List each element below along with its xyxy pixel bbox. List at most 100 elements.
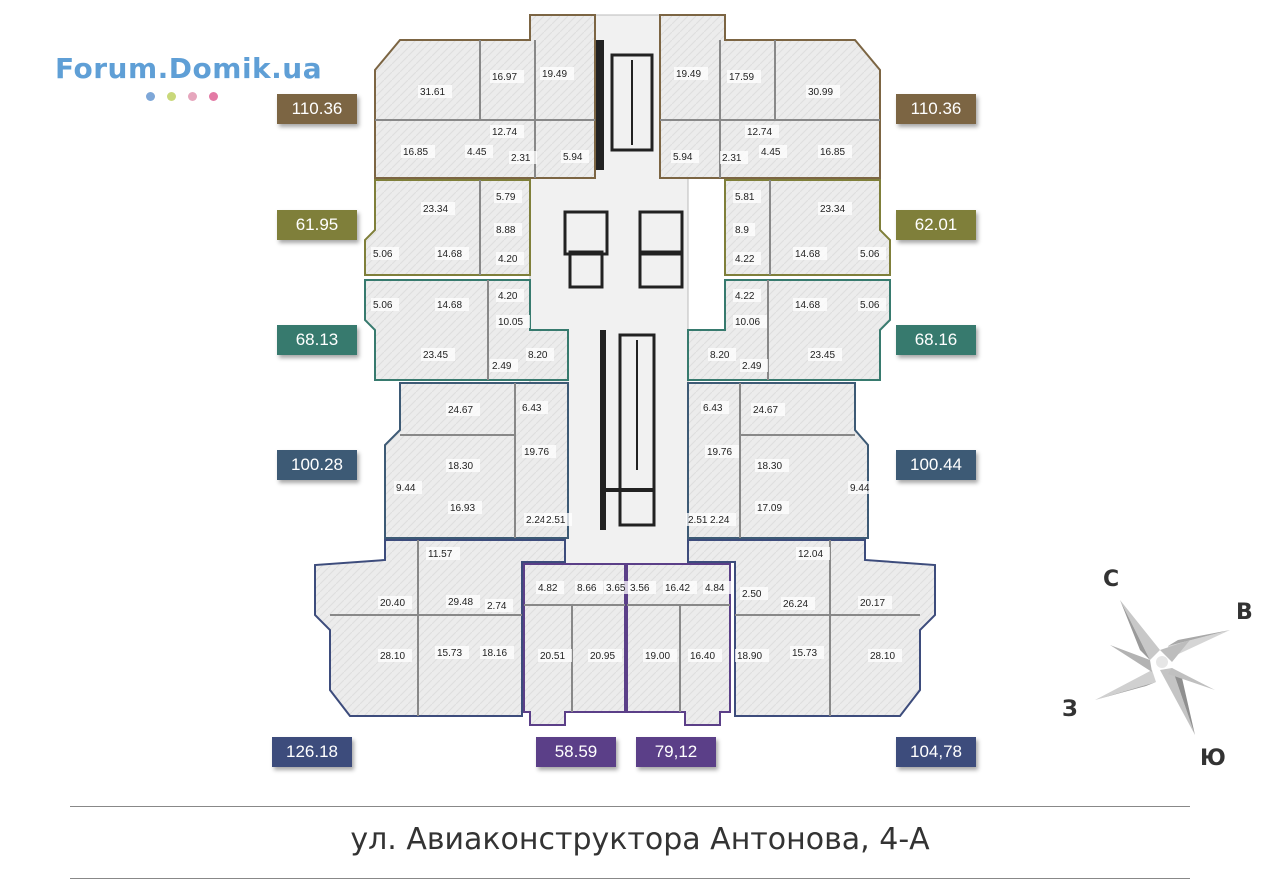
room-area-label: 5.06 bbox=[860, 249, 880, 260]
room-label-bg bbox=[526, 348, 554, 361]
apartment-110-left bbox=[374, 14, 596, 179]
room-area-label: 14.68 bbox=[437, 249, 462, 260]
room-area-label: 28.10 bbox=[870, 651, 895, 662]
room-area-label: 20.95 bbox=[590, 651, 615, 662]
room-area-label: 8.20 bbox=[528, 350, 548, 361]
room-label-bg bbox=[496, 315, 530, 328]
apartment-area-badge: 110.36 bbox=[896, 94, 976, 124]
room-label-bg bbox=[686, 513, 714, 526]
room-label-bg bbox=[446, 595, 480, 608]
room-area-label: 23.45 bbox=[810, 350, 835, 361]
room-area-label: 5.81 bbox=[735, 192, 755, 203]
room-area-label: 20.40 bbox=[380, 598, 405, 609]
room-label-bg bbox=[494, 223, 522, 236]
room-label-bg bbox=[727, 70, 761, 83]
room-label-bg bbox=[858, 298, 886, 311]
room-label-bg bbox=[733, 223, 755, 236]
apartment-68-right bbox=[687, 279, 891, 381]
apartment-area-badge: 100.28 bbox=[277, 450, 357, 480]
room-label-bg bbox=[740, 359, 768, 372]
room-area-label: 2.51 bbox=[688, 515, 708, 526]
room-label-bg bbox=[790, 646, 824, 659]
room-area-label: 2.31 bbox=[511, 153, 531, 164]
logo-dot bbox=[146, 92, 155, 101]
room-area-label: 23.34 bbox=[423, 204, 448, 215]
room-area-label: 19.76 bbox=[524, 447, 549, 458]
room-area-label: 23.34 bbox=[820, 204, 845, 215]
logo-dots bbox=[146, 88, 230, 106]
room-label-bg bbox=[703, 581, 731, 594]
room-label-bg bbox=[421, 348, 455, 361]
room-label-bg bbox=[818, 145, 852, 158]
room-area-label: 18.30 bbox=[448, 461, 473, 472]
room-label-bg bbox=[745, 125, 779, 138]
room-label-bg bbox=[848, 481, 876, 494]
room-area-label: 2.50 bbox=[742, 589, 762, 600]
room-label-bg bbox=[708, 513, 736, 526]
room-area-label: 29.48 bbox=[448, 597, 473, 608]
room-area-label: 12.74 bbox=[747, 127, 772, 138]
room-area-label: 18.30 bbox=[757, 461, 782, 472]
room-label-bg bbox=[604, 581, 632, 594]
room-area-label: 16.85 bbox=[403, 147, 428, 158]
top-divider bbox=[70, 806, 1190, 807]
compass-rose-icon bbox=[1095, 600, 1230, 735]
room-label-bg bbox=[378, 649, 412, 662]
room-area-label: 14.68 bbox=[795, 249, 820, 260]
room-label-bg bbox=[755, 459, 789, 472]
room-label-bg bbox=[643, 649, 677, 662]
apartment-58-left bbox=[523, 563, 626, 726]
room-label-bg bbox=[490, 70, 524, 83]
apartment-area-badge: 100.44 bbox=[896, 450, 976, 480]
room-area-label: 26.24 bbox=[783, 599, 808, 610]
room-label-bg bbox=[401, 145, 435, 158]
room-area-label: 4.20 bbox=[498, 291, 518, 302]
room-label-bg bbox=[868, 649, 902, 662]
room-area-label: 18.16 bbox=[482, 648, 507, 659]
room-label-bg bbox=[485, 599, 513, 612]
apartment-area-badge: 62.01 bbox=[896, 210, 976, 240]
apartment-126-left bbox=[314, 539, 566, 717]
room-area-label: 19.76 bbox=[707, 447, 732, 458]
room-label-bg bbox=[793, 247, 827, 260]
room-label-bg bbox=[663, 581, 697, 594]
room-area-label: 20.51 bbox=[540, 651, 565, 662]
room-area-label: 4.84 bbox=[705, 583, 725, 594]
apartment-110-right bbox=[659, 14, 881, 179]
room-label-bg bbox=[688, 649, 722, 662]
room-area-label: 8.9 bbox=[735, 225, 749, 236]
room-area-label: 4.45 bbox=[467, 147, 487, 158]
apartment-area-badge: 126.18 bbox=[272, 737, 352, 767]
room-area-label: 6.43 bbox=[522, 403, 542, 414]
room-label-bg bbox=[371, 298, 399, 311]
room-label-bg bbox=[705, 445, 739, 458]
room-area-label: 15.73 bbox=[437, 648, 462, 659]
room-area-label: 9.44 bbox=[850, 483, 870, 494]
room-label-bg bbox=[480, 646, 514, 659]
room-label-bg bbox=[708, 348, 736, 361]
apartment-area-badge: 104,78 bbox=[896, 737, 976, 767]
room-label-bg bbox=[435, 298, 469, 311]
bottom-divider bbox=[70, 878, 1190, 879]
apartment-area-badge: 58.59 bbox=[536, 737, 616, 767]
room-area-label: 4.22 bbox=[735, 291, 755, 302]
room-label-bg bbox=[496, 289, 524, 302]
logo-dot bbox=[188, 92, 197, 101]
room-label-bg bbox=[520, 401, 548, 414]
room-label-bg bbox=[540, 67, 574, 80]
room-label-bg bbox=[536, 581, 564, 594]
room-area-label: 14.68 bbox=[437, 300, 462, 311]
room-label-bg bbox=[720, 151, 748, 164]
room-area-label: 4.45 bbox=[761, 147, 781, 158]
compass-west-label: З bbox=[1062, 697, 1078, 722]
room-area-label: 2.31 bbox=[722, 153, 742, 164]
room-area-label: 23.45 bbox=[423, 350, 448, 361]
room-label-bg bbox=[759, 145, 787, 158]
apartment-area-badge: 61.95 bbox=[277, 210, 357, 240]
room-label-bg bbox=[575, 581, 603, 594]
room-area-label: 3.56 bbox=[630, 583, 650, 594]
room-label-bg bbox=[494, 190, 522, 203]
apartment-68-left bbox=[364, 279, 569, 381]
room-label-bg bbox=[509, 151, 537, 164]
